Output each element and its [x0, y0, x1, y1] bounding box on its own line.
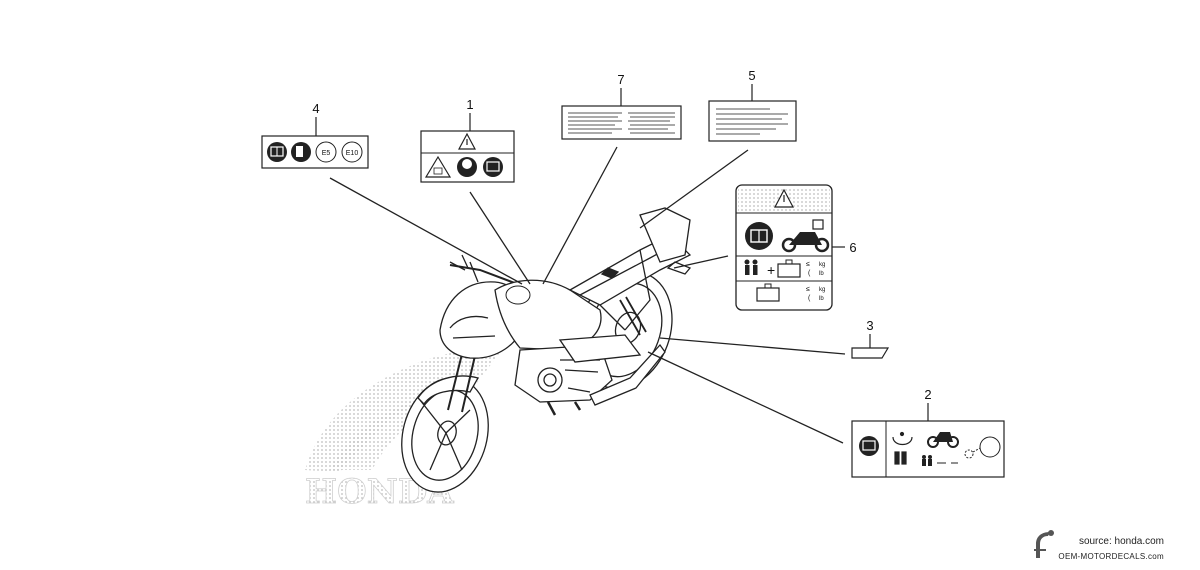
manual-icon-2 — [483, 157, 503, 177]
leader-line-7 — [542, 146, 618, 285]
oem-motordecals-logo — [1034, 530, 1054, 558]
callout-1: 1 — [466, 97, 473, 112]
decal-label-6: + ≤ kg ( lb ≤ kg ( lb — [735, 184, 833, 311]
motorcycle-load-icon — [781, 219, 830, 253]
caution-triangle-icon — [424, 155, 452, 178]
luggage-icon — [756, 283, 780, 302]
decal-label-2 — [851, 420, 1005, 478]
tire-gauge-icon — [964, 436, 1001, 459]
callout-5: 5 — [748, 68, 755, 83]
rider-passenger-icon — [922, 455, 958, 466]
tire-pressure-icon — [892, 431, 913, 465]
decal-label-7 — [561, 105, 682, 140]
motorcycle-icon — [927, 432, 959, 448]
load-unit-lb-2: lb — [819, 296, 824, 302]
load-unit-kg-1: kg — [819, 262, 825, 268]
manual-icon-4 — [859, 436, 879, 456]
limit-symbol-1: ≤ — [806, 261, 810, 268]
callout-6: 6 — [849, 240, 856, 255]
paren-symbol-1: ( — [808, 270, 811, 277]
decal-label-3 — [851, 347, 890, 359]
decal-label-4: E5 E10 — [261, 135, 369, 169]
callout-numbers: 1 2 3 4 5 6 7 — [312, 68, 932, 421]
e5-badge-text: E5 — [322, 150, 331, 157]
callout-4: 4 — [312, 101, 319, 116]
e10-badge-text: E10 — [346, 150, 359, 157]
leader-line-5 — [639, 149, 749, 229]
callout-3: 3 — [866, 318, 873, 333]
leader-line-1 — [469, 191, 531, 285]
svg-text:+: + — [767, 262, 775, 278]
leader-line-2 — [647, 351, 844, 444]
decal-label-5 — [708, 100, 797, 142]
load-unit-lb-1: lb — [819, 271, 824, 277]
paren-symbol-2: ( — [808, 295, 811, 302]
site-credit: OEM-MOTORDECALS.com — [1058, 552, 1164, 561]
e10-badge — [341, 141, 363, 163]
leader-line-6 — [673, 255, 729, 269]
limit-symbol-2: ≤ — [806, 286, 810, 293]
source-credit: source: honda.com — [1078, 536, 1164, 547]
motorcycle-illustration — [401, 207, 692, 493]
callout-2: 2 — [924, 387, 931, 402]
e5-badge — [315, 141, 337, 163]
leader-line-3 — [659, 337, 846, 355]
load-unit-kg-2: kg — [819, 287, 825, 293]
warning-triangle-icon — [458, 132, 476, 150]
leader-lines — [329, 146, 846, 444]
callout-7: 7 — [617, 72, 624, 87]
riders-luggage-icon: + — [744, 259, 801, 278]
leader-line-4 — [329, 177, 523, 285]
decal-label-1 — [420, 130, 515, 183]
